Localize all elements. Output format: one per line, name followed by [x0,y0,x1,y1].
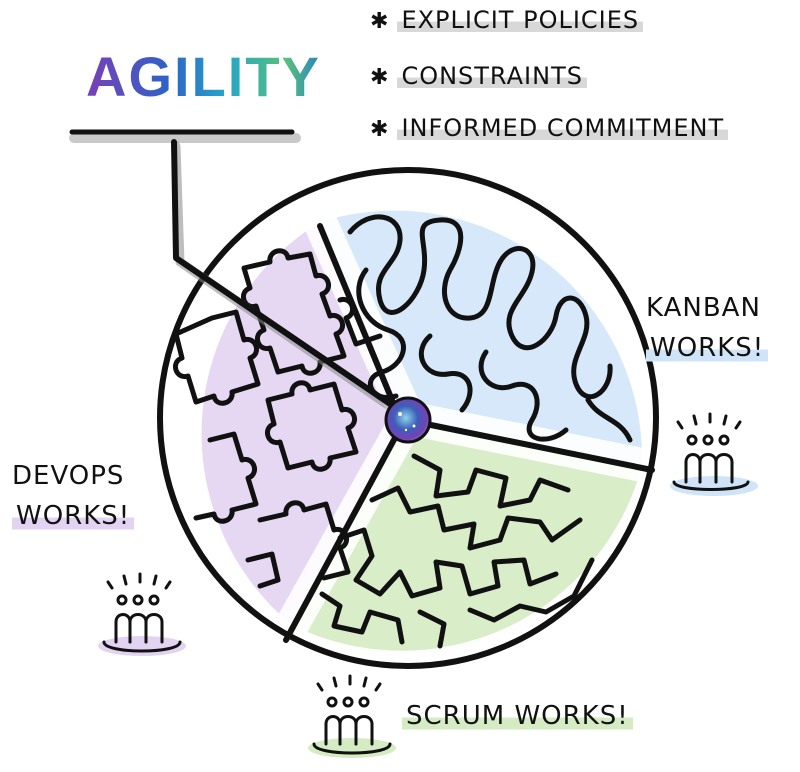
scrum-label-text: SCRUM WORKS! [402,701,633,731]
devops-label: DEVOPS WORKS! [12,456,135,536]
team-icon [670,412,758,496]
asterisk-icon: ✱ [370,9,390,34]
kanban-label-line1: KANBAN [646,293,761,323]
team-icon [98,572,186,656]
pointer-line [171,139,399,411]
policy-label: INFORMED COMMITMENT [397,114,729,142]
scrum-label: SCRUM WORKS! [402,696,633,736]
policy-item-commitment: ✱ INFORMED COMMITMENT [370,114,729,142]
policy-item-explicit: ✱ EXPLICIT POLICIES [370,6,644,34]
maze-icon [319,453,595,649]
cosmic-center-icon [384,396,432,444]
wheel-outline [157,167,659,669]
team-icon [308,674,396,758]
policy-label: CONSTRAINTS [397,62,587,90]
kanban-label: KANBAN WORKS! [646,288,769,368]
asterisk-icon: ✱ [370,65,390,90]
kanban-sector [320,210,643,465]
policy-label: EXPLICIT POLICIES [397,6,644,34]
spoke-bottom [283,433,399,643]
page-title: AGILITY [86,45,321,108]
policy-item-constraints: ✱ CONSTRAINTS [370,62,587,90]
devops-label-line1: DEVOPS [12,461,125,491]
spoke-right [423,421,655,473]
asterisk-icon: ✱ [370,117,390,142]
kanban-label-line2: WORKS! [646,333,769,363]
spoke-top [317,223,395,403]
devops-label-line2: WORKS! [12,501,135,531]
